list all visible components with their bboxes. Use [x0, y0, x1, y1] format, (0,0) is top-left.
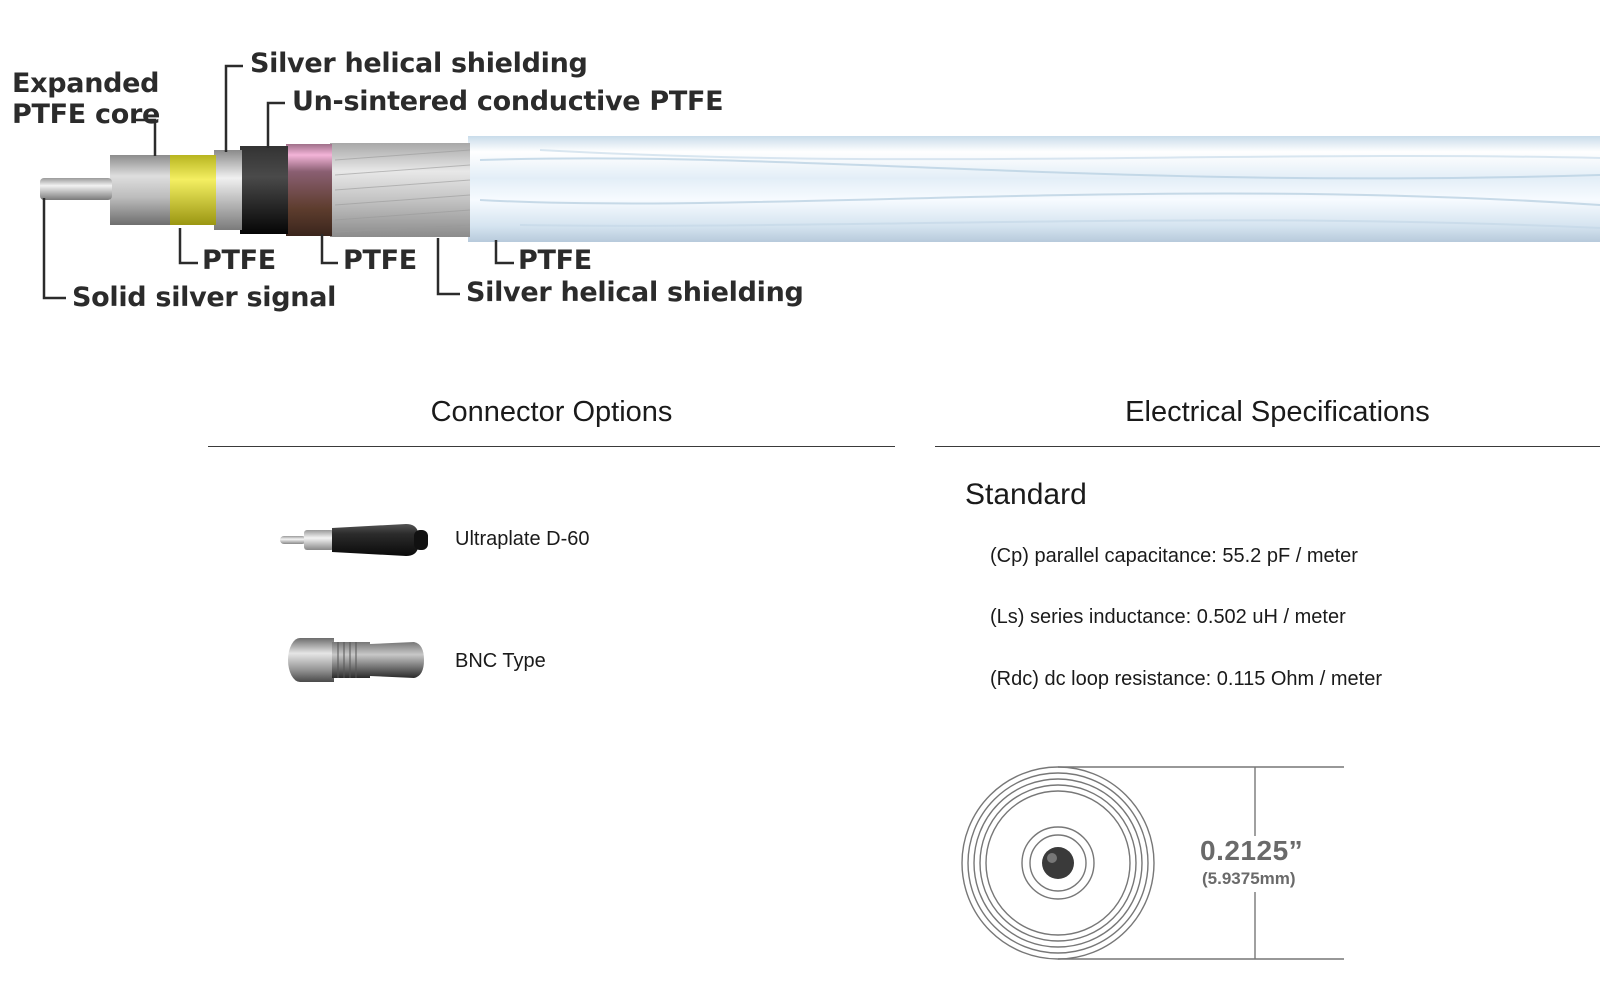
- callout-expanded-ptfe-core: Expanded PTFE core: [12, 68, 160, 131]
- electrical-specs-divider: [935, 446, 1600, 447]
- bnc-connector-icon: [288, 638, 424, 682]
- callout-ptfe-outer: PTFE: [518, 245, 592, 276]
- callout-silver-helical-shielding-top: Silver helical shielding: [250, 48, 588, 79]
- diameter-inches: 0.2125”: [1200, 835, 1304, 866]
- electrical-specs-title: Electrical Specifications: [1125, 396, 1430, 428]
- spec-line: (Cp) parallel capacitance: 55.2 pF / met…: [990, 545, 1358, 567]
- connector-options-divider: [208, 446, 895, 447]
- connector-options-title: Connector Options: [430, 396, 673, 428]
- connector-option-label: Ultraplate D-60: [455, 528, 590, 550]
- ultraplate-connector-icon: [280, 524, 428, 556]
- connector-option-label: BNC Type: [455, 650, 546, 672]
- spec-line: (Ls) series inductance: 0.502 uH / meter: [990, 606, 1346, 628]
- callout-solid-silver-signal: Solid silver signal: [72, 282, 337, 313]
- cable-illustration: [40, 64, 1600, 300]
- callout-ptfe-middle: PTFE: [343, 245, 417, 276]
- cable-cross-section-diagram: [961, 766, 1344, 960]
- callout-ptfe-inner: PTFE: [202, 245, 276, 276]
- spec-heading-standard: Standard: [965, 478, 1087, 511]
- diameter-mm: (5.9375mm): [1202, 869, 1296, 888]
- callout-silver-helical-shielding-bottom: Silver helical shielding: [466, 277, 804, 308]
- spec-line: (Rdc) dc loop resistance: 0.115 Ohm / me…: [990, 668, 1383, 690]
- callout-unsintered-conductive-ptfe: Un-sintered conductive PTFE: [292, 86, 724, 117]
